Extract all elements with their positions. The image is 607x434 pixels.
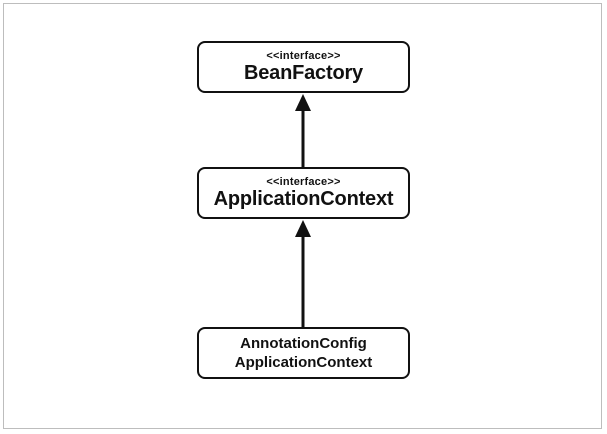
class-name: BeanFactory [244, 62, 363, 84]
class-name-line-1: AnnotationConfig [240, 335, 367, 352]
arrowhead-appctx-icon [295, 220, 311, 237]
stereotype-label: <<interface>> [266, 50, 341, 62]
stereotype-label: <<interface>> [266, 176, 341, 188]
class-name: ApplicationContext [213, 188, 394, 210]
node-annotation-config-application-context: AnnotationConfig ApplicationContext [197, 327, 410, 379]
arrowhead-beanfactory-icon [295, 94, 311, 111]
node-bean-factory: <<interface>> BeanFactory [197, 41, 410, 93]
class-name-line-2: ApplicationContext [234, 354, 373, 371]
node-application-context: <<interface>> ApplicationContext [197, 167, 410, 219]
